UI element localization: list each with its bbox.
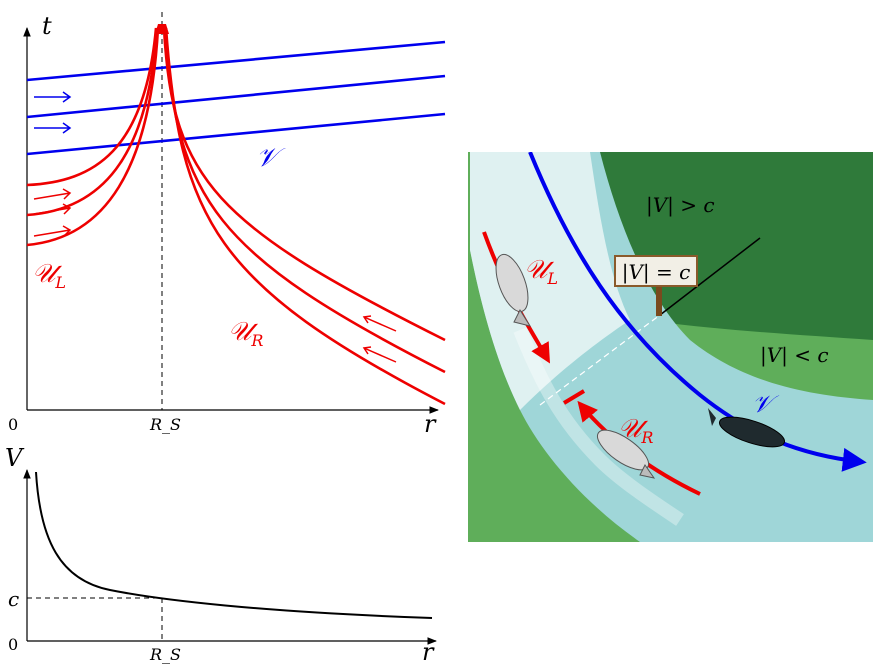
horizon-line [539,314,661,406]
v-arrow-2 [34,122,72,134]
ul-label: 𝒰L [32,259,66,292]
sign-post [656,282,662,316]
sign-board [614,255,698,287]
c-tick-label: c [8,587,19,611]
ul-curve-2 [26,27,159,217]
region-fast-label: |V| > c [646,193,715,218]
v-arrow-1 [34,91,72,103]
river-v-curve [528,152,867,472]
rs-tick-label: R_S [149,415,181,434]
river-rapids [470,152,630,410]
v-profile-curve [35,471,433,619]
river-ur-bar [562,389,586,405]
sign-pointer [659,237,761,316]
ul-curve-3 [26,27,160,247]
v-curves [26,40,446,156]
v-axis-label: V [5,444,25,472]
r-axis-label: r [424,410,437,438]
fish-right-icon [596,429,656,479]
ul-arrow-2 [33,203,72,215]
ur-arrow-1 [362,315,397,332]
region-slow-label: |V| < c [760,343,829,368]
v-curve-3 [26,112,446,156]
bottom-plot: V r 0 c R_S [5,444,437,664]
ul-arrow-3 [33,225,72,237]
ur-direction-arrows [362,315,397,363]
origin-label-bottom: 0 [8,635,18,654]
v-direction-arrows [34,91,72,134]
fish-left-icon [495,253,532,327]
v-label: 𝒱 [256,143,286,173]
r-axis-label-bottom: r [422,638,435,664]
ul-arrow-1 [33,188,72,200]
v-curve-1 [26,40,446,82]
ur-arrow-2 [362,346,397,363]
top-plot: t r 0 R_S 𝒱 𝒰L [8,12,446,438]
horizon-spike [155,24,169,34]
sign-text: |V| = c [622,260,691,285]
ur-curves [162,27,446,406]
ur-curve-3 [164,27,446,406]
t-axis-label: t [42,12,52,40]
origin-label: 0 [8,415,18,434]
river-foam [513,327,684,526]
fish-dark-icon [708,408,786,448]
v-curve-2 [26,74,446,119]
river-illustration: |V| = c |V| > c |V| < c 𝒱 𝒰L 𝒰R [468,152,873,542]
rs-tick-label-bottom: R_S [149,645,181,664]
ul-direction-arrows [33,188,72,237]
ur-label: 𝒰R [228,317,263,350]
ul-curve-1 [26,27,158,187]
